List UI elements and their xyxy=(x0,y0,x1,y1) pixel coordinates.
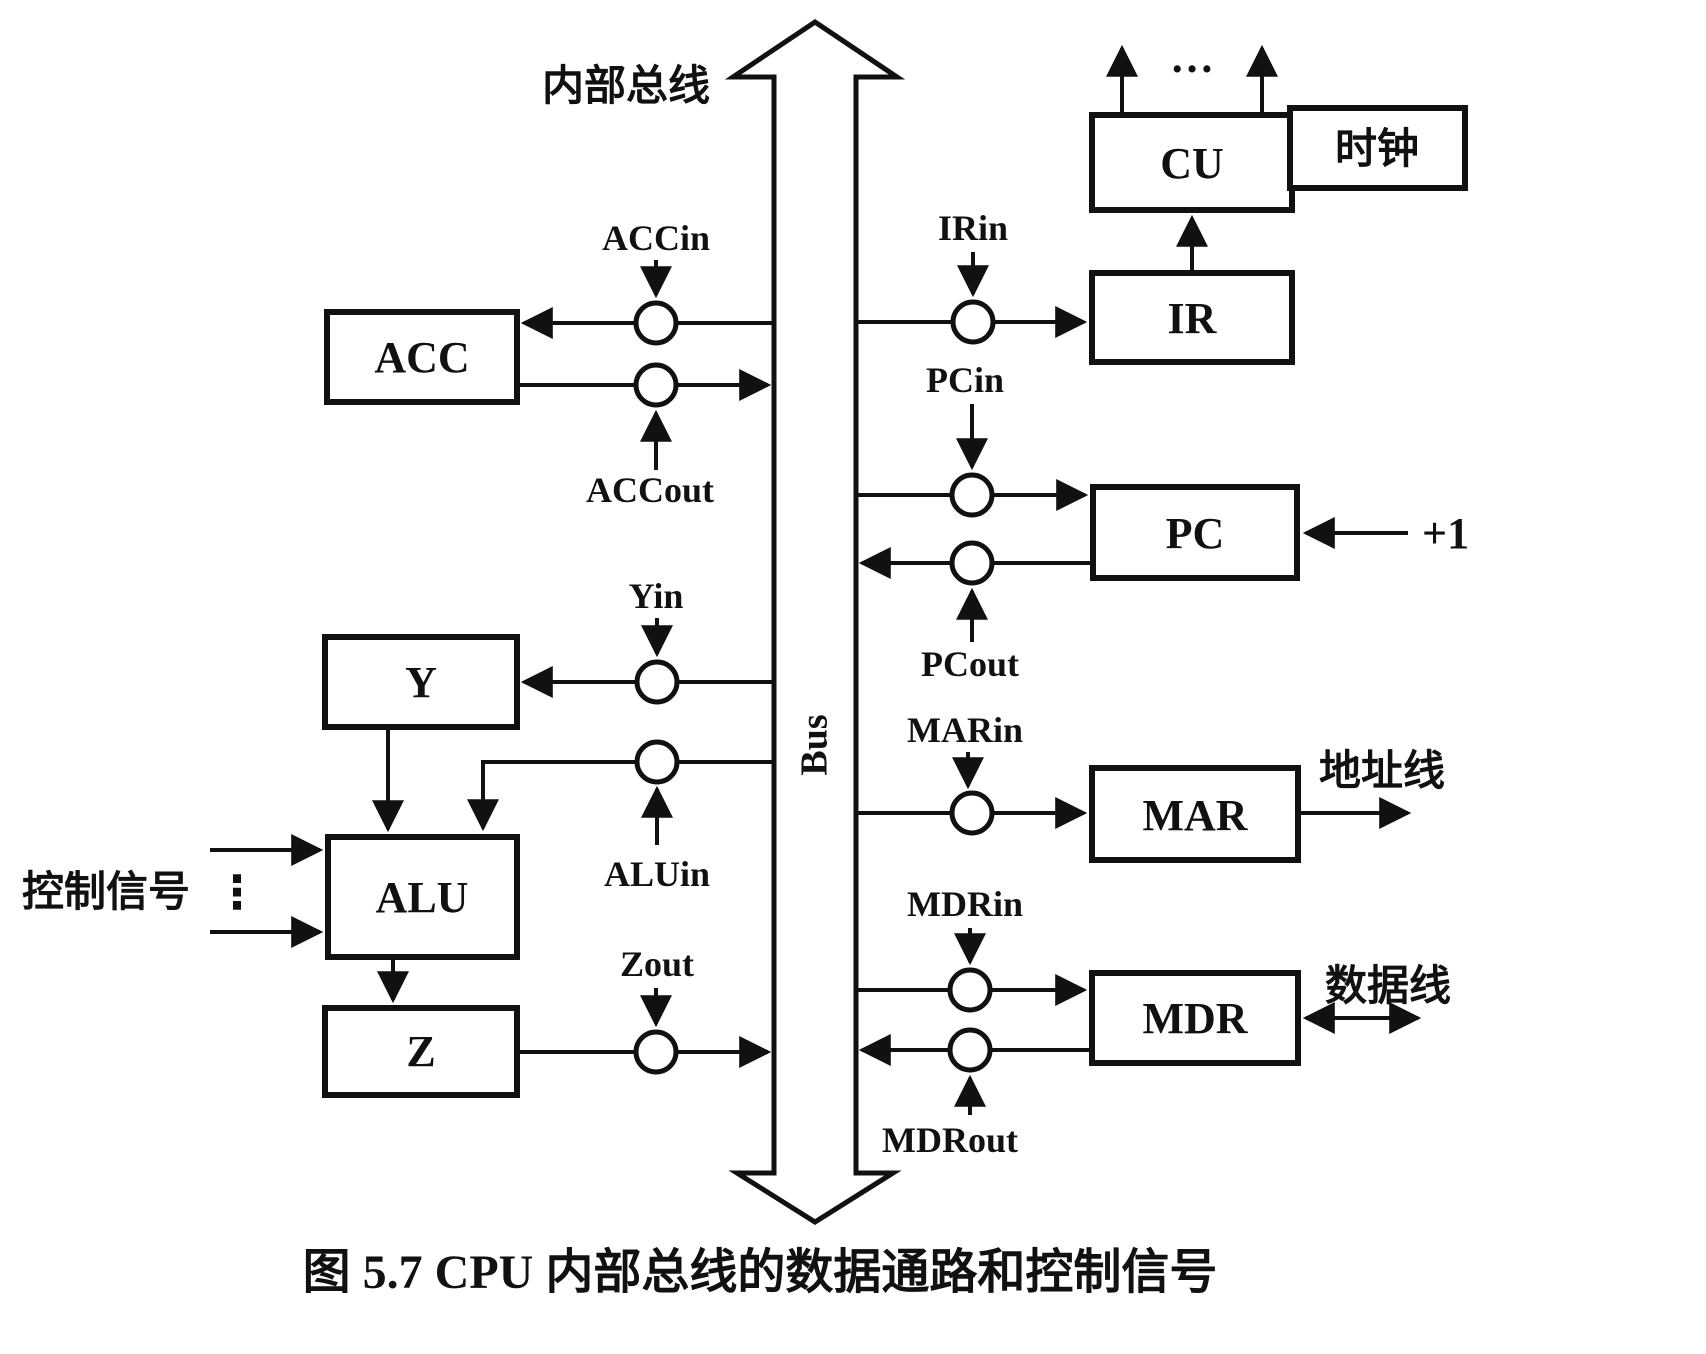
acc-in-label: ACCin xyxy=(602,218,710,258)
ir-in-label: IRin xyxy=(938,208,1008,248)
pc-out-gate xyxy=(949,540,995,586)
data-line-label: 数据线 xyxy=(1325,963,1451,1010)
control-dots: ⋮ xyxy=(214,865,260,919)
ir-label: IR xyxy=(1168,294,1218,343)
y-in-label: Yin xyxy=(629,576,684,616)
acc-in-gate xyxy=(633,300,679,346)
alu-in-label: ALUin xyxy=(604,854,710,894)
pc-out-label: PCout xyxy=(921,644,1019,684)
z-out-gate xyxy=(633,1029,679,1075)
acc-box xyxy=(324,309,520,405)
increment-label: +1 xyxy=(1422,509,1469,558)
alu-in-gate xyxy=(634,739,680,785)
mdr-box xyxy=(1089,970,1301,1066)
pc-in-label: PCin xyxy=(926,360,1004,400)
control-signal-label: 控制信号 xyxy=(22,869,190,916)
internal-bus-arrow xyxy=(724,18,906,1225)
ir-box xyxy=(1089,270,1295,365)
internal-bus-label: 内部总线 xyxy=(542,63,710,110)
acc-out-gate xyxy=(633,362,679,408)
mar-in-gate xyxy=(949,790,995,836)
y-in-gate xyxy=(634,659,680,705)
pc-label: PC xyxy=(1166,509,1225,558)
alu-box xyxy=(325,834,520,960)
mar-in-label: MARin xyxy=(907,710,1023,750)
z-out-label: Zout xyxy=(620,944,694,984)
y-label: Y xyxy=(405,658,437,707)
alu-in-line xyxy=(467,760,774,832)
address-line-label: 地址线 xyxy=(1319,748,1445,795)
cu-outputs-ellipsis: … xyxy=(1170,33,1214,82)
alu-label: ALU xyxy=(376,873,469,922)
cu-label: CU xyxy=(1160,139,1224,188)
figure-caption: 图 5.7 CPU 内部总线的数据通路和控制信号 xyxy=(303,1246,1218,1299)
acc-out-label: ACCout xyxy=(586,470,714,510)
mdr-label: MDR xyxy=(1142,994,1248,1043)
mdr-out-label: MDRout xyxy=(882,1120,1018,1160)
ir-in-gate xyxy=(950,299,996,345)
z-box xyxy=(322,1005,520,1098)
clock-box xyxy=(1287,105,1468,191)
cu-box xyxy=(1089,112,1295,213)
clock-label: 时钟 xyxy=(1335,126,1419,173)
mar-label: MAR xyxy=(1142,791,1248,840)
pc-box xyxy=(1090,484,1300,581)
mdr-out-gate xyxy=(947,1027,993,1073)
pc-in-gate xyxy=(949,472,995,518)
mdr-in-label: MDRin xyxy=(907,884,1023,924)
acc-label: ACC xyxy=(374,333,469,382)
bus-label: Bus xyxy=(794,714,836,775)
z-label: Z xyxy=(406,1027,435,1076)
y-box xyxy=(322,634,520,730)
mar-box xyxy=(1089,765,1301,863)
mdr-in-gate xyxy=(947,967,993,1013)
